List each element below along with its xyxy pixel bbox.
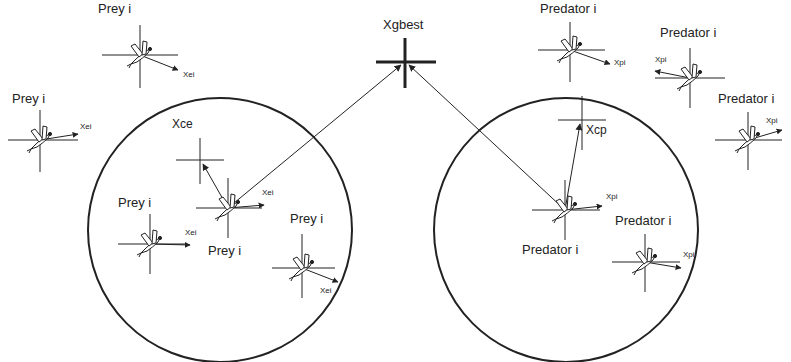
point-label: Xcp <box>586 124 607 138</box>
prey-bird <box>127 41 152 68</box>
predator-bird <box>552 196 577 223</box>
bird-axes <box>8 22 782 298</box>
predator-center-cross <box>558 96 606 150</box>
predator-bird <box>677 64 702 91</box>
prey-bird <box>215 194 240 221</box>
predator-bird <box>557 36 582 63</box>
vector-label: Xei <box>262 188 274 197</box>
bird-label: Predator i <box>718 92 774 107</box>
predator-bird <box>735 126 760 153</box>
prey-bird <box>289 254 314 281</box>
prey-bird <box>27 126 52 153</box>
vector-label: Xpi <box>655 55 667 64</box>
point-label: Xce <box>172 118 193 132</box>
bird-label: Predator i <box>615 214 671 229</box>
vector-label: Xei <box>183 70 195 79</box>
bird-label: Predator i <box>660 26 716 41</box>
predator-swarm-circle <box>434 98 698 362</box>
velocity-arrows <box>40 50 782 282</box>
bird-label: Prey i <box>118 196 151 211</box>
bird-label: Predator i <box>540 2 596 17</box>
vector-label: Xpi <box>606 192 618 201</box>
point-label: Xgbest <box>383 18 423 33</box>
vector-label: Xpi <box>614 58 626 67</box>
vector-label: Xei <box>185 228 197 237</box>
vector-label: Xei <box>80 122 92 131</box>
bird-label: Prey i <box>12 92 45 107</box>
gbest-cross <box>376 38 436 88</box>
bird-label: Prey i <box>98 2 131 17</box>
predator-bird <box>632 248 657 275</box>
vector-label: Xpi <box>683 250 695 259</box>
vector-label: Xpi <box>766 116 778 125</box>
bird-label: Prey i <box>208 244 241 259</box>
bird-label: Prey i <box>290 212 323 227</box>
prey-center-cross <box>176 138 224 184</box>
prey-bird <box>137 230 162 257</box>
vector-label: Xei <box>320 286 332 295</box>
attraction-arrows <box>203 65 580 210</box>
bird-label: Predator i <box>522 243 578 258</box>
